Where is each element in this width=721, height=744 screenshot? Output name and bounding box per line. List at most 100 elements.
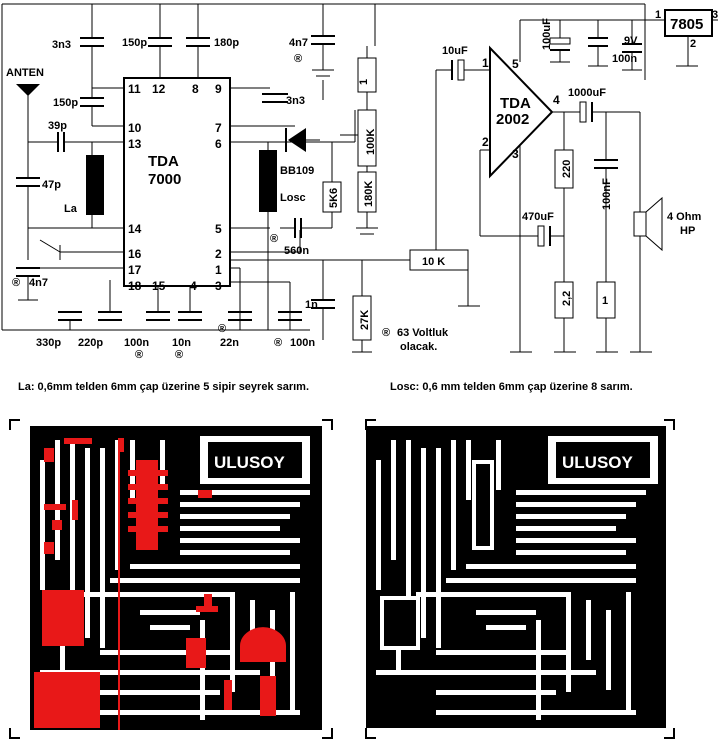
coil-losc [259,150,277,212]
label-r-220: 220 [561,160,573,178]
svg-text:4: 4 [190,279,197,293]
resistor-220 [554,149,574,189]
ic1-right-wiring [230,80,410,330]
label-c-100nf: 100nF [601,178,613,210]
schematic-diagram: 3n3 150p 180p 4n7 ® TDA 7000 11 12 8 9 1… [1,3,718,393]
svg-text:2: 2 [215,247,222,261]
svg-text:9: 9 [215,82,222,96]
svg-text:11: 11 [128,82,141,96]
label-c-1000uf: 1000uF [568,87,606,99]
label-c-10n: 10n [172,337,191,349]
label-c-47p: 47p [42,179,61,191]
pcb-left-corner-marks [9,419,333,739]
ic2-number: 2002 [496,111,529,128]
bottom-capacitors [58,280,302,330]
resistor-2-2 [554,281,574,319]
coil-la [86,155,104,215]
label-c-4n7-top: 4n7 [289,37,308,49]
label-c-3n3-a: 3n3 [52,39,71,51]
note-63v-line1: 63 Voltluk [397,327,449,339]
label-c-39p: 39p [48,120,67,132]
speaker-line-1: 4 Ohm [667,211,701,223]
varicap-bb109-icon [285,128,320,152]
label-9v: 9V [624,35,638,47]
note-la: La: 0,6mm telden 6mm çap üzerine 5 sipir… [18,381,309,393]
r-symbol-4: ® [135,349,143,361]
ic1-pin-labels: 11 12 8 9 10 13 7 6 14 5 16 2 17 1 18 15… [128,82,222,293]
svg-text:15: 15 [152,279,166,293]
r-symbol-7: ® [274,337,282,349]
svg-text:3: 3 [215,279,222,293]
reg-pin-1: 1 [655,9,661,21]
ic2-name: TDA [500,95,531,112]
label-c-22n: 22n [220,337,239,349]
pcb-right-brand: ULUSOY [562,453,634,472]
r-symbol-8: ® [382,327,390,339]
resistor-1b [596,281,616,319]
speaker-icon [633,196,663,252]
svg-text:10: 10 [128,121,142,135]
svg-text:12: 12 [152,82,166,96]
label-c-150p-left: 150p [53,97,78,109]
label-c-560n: 560n [284,245,309,257]
label-c-220p: 220p [78,337,103,349]
label-c-3n3-b: 3n3 [286,95,305,107]
label-r-1b: 1 [602,295,608,307]
label-c-100n-top: 100n [612,53,637,65]
pcb-left-red-overlay [34,438,286,730]
svg-text:4: 4 [553,93,560,107]
resistor-stack [322,46,378,235]
svg-text:6: 6 [215,137,222,151]
capacitor-1000uf [579,101,652,353]
label-c-330p: 330p [36,337,61,349]
ic2-pin-labels: 1 2 3 4 5 [482,56,560,161]
label-c-470uf: 470uF [522,211,554,223]
label-r-2-2: 2,2 [561,291,573,306]
label-c-1n: 1n [305,299,318,311]
r-symbol-5: ® [175,349,183,361]
svg-text:18: 18 [128,279,142,293]
label-c-100uf: 100uF [541,18,553,50]
r-symbol-3: ® [270,233,278,245]
pcb-layout-right: ULUSOY [365,419,675,739]
ic1-number: 7000 [148,171,181,188]
output-filter [311,260,372,353]
r-symbol-1: ® [294,53,302,65]
capacitor-560n [280,212,333,238]
ic-tda7000-body [123,77,231,287]
note-losc: Losc: 0,6 mm telden 6mm çap üzerine 8 sa… [390,381,633,393]
pcb-left-brand: ULUSOY [214,453,286,472]
top-rail-wires [1,3,665,331]
svg-text:16: 16 [128,247,142,261]
label-pot-10k: 10 K [422,256,445,268]
label-r-1: 1 [358,79,370,85]
label-c-100n-a: 100n [124,337,149,349]
label-pot-100k: 100K [365,129,377,155]
svg-text:1: 1 [215,263,222,277]
pcb-right-tracks [376,436,658,720]
reg-pin-3: 3 [712,9,718,21]
speaker-line-2: HP [680,225,695,237]
label-c-100n-b: 100n [290,337,315,349]
antenna-icon [16,84,40,105]
pcb-layout-left: ULUSOY [9,419,333,739]
label-c-180p: 180p [214,37,239,49]
pcb-left-tracks [40,436,310,720]
ic2-wiring [479,20,580,353]
label-losc: Losc [280,192,306,204]
svg-text:3: 3 [512,147,519,161]
pot-10k-wiring [435,69,480,307]
label-r-27k: 27K [359,310,371,330]
capacitor-10uf [451,59,490,81]
label-r-180k: 180K [363,181,375,207]
label-c-10uf: 10uF [442,45,468,57]
svg-text:5: 5 [512,57,519,71]
label-la: La [64,203,78,215]
svg-text:7: 7 [215,121,222,135]
top-capacitors [80,4,335,88]
svg-text:13: 13 [128,137,142,151]
label-c-150p-top: 150p [122,37,147,49]
note-63v-line2: olacak. [400,341,437,353]
label-bb109: BB109 [280,165,314,177]
